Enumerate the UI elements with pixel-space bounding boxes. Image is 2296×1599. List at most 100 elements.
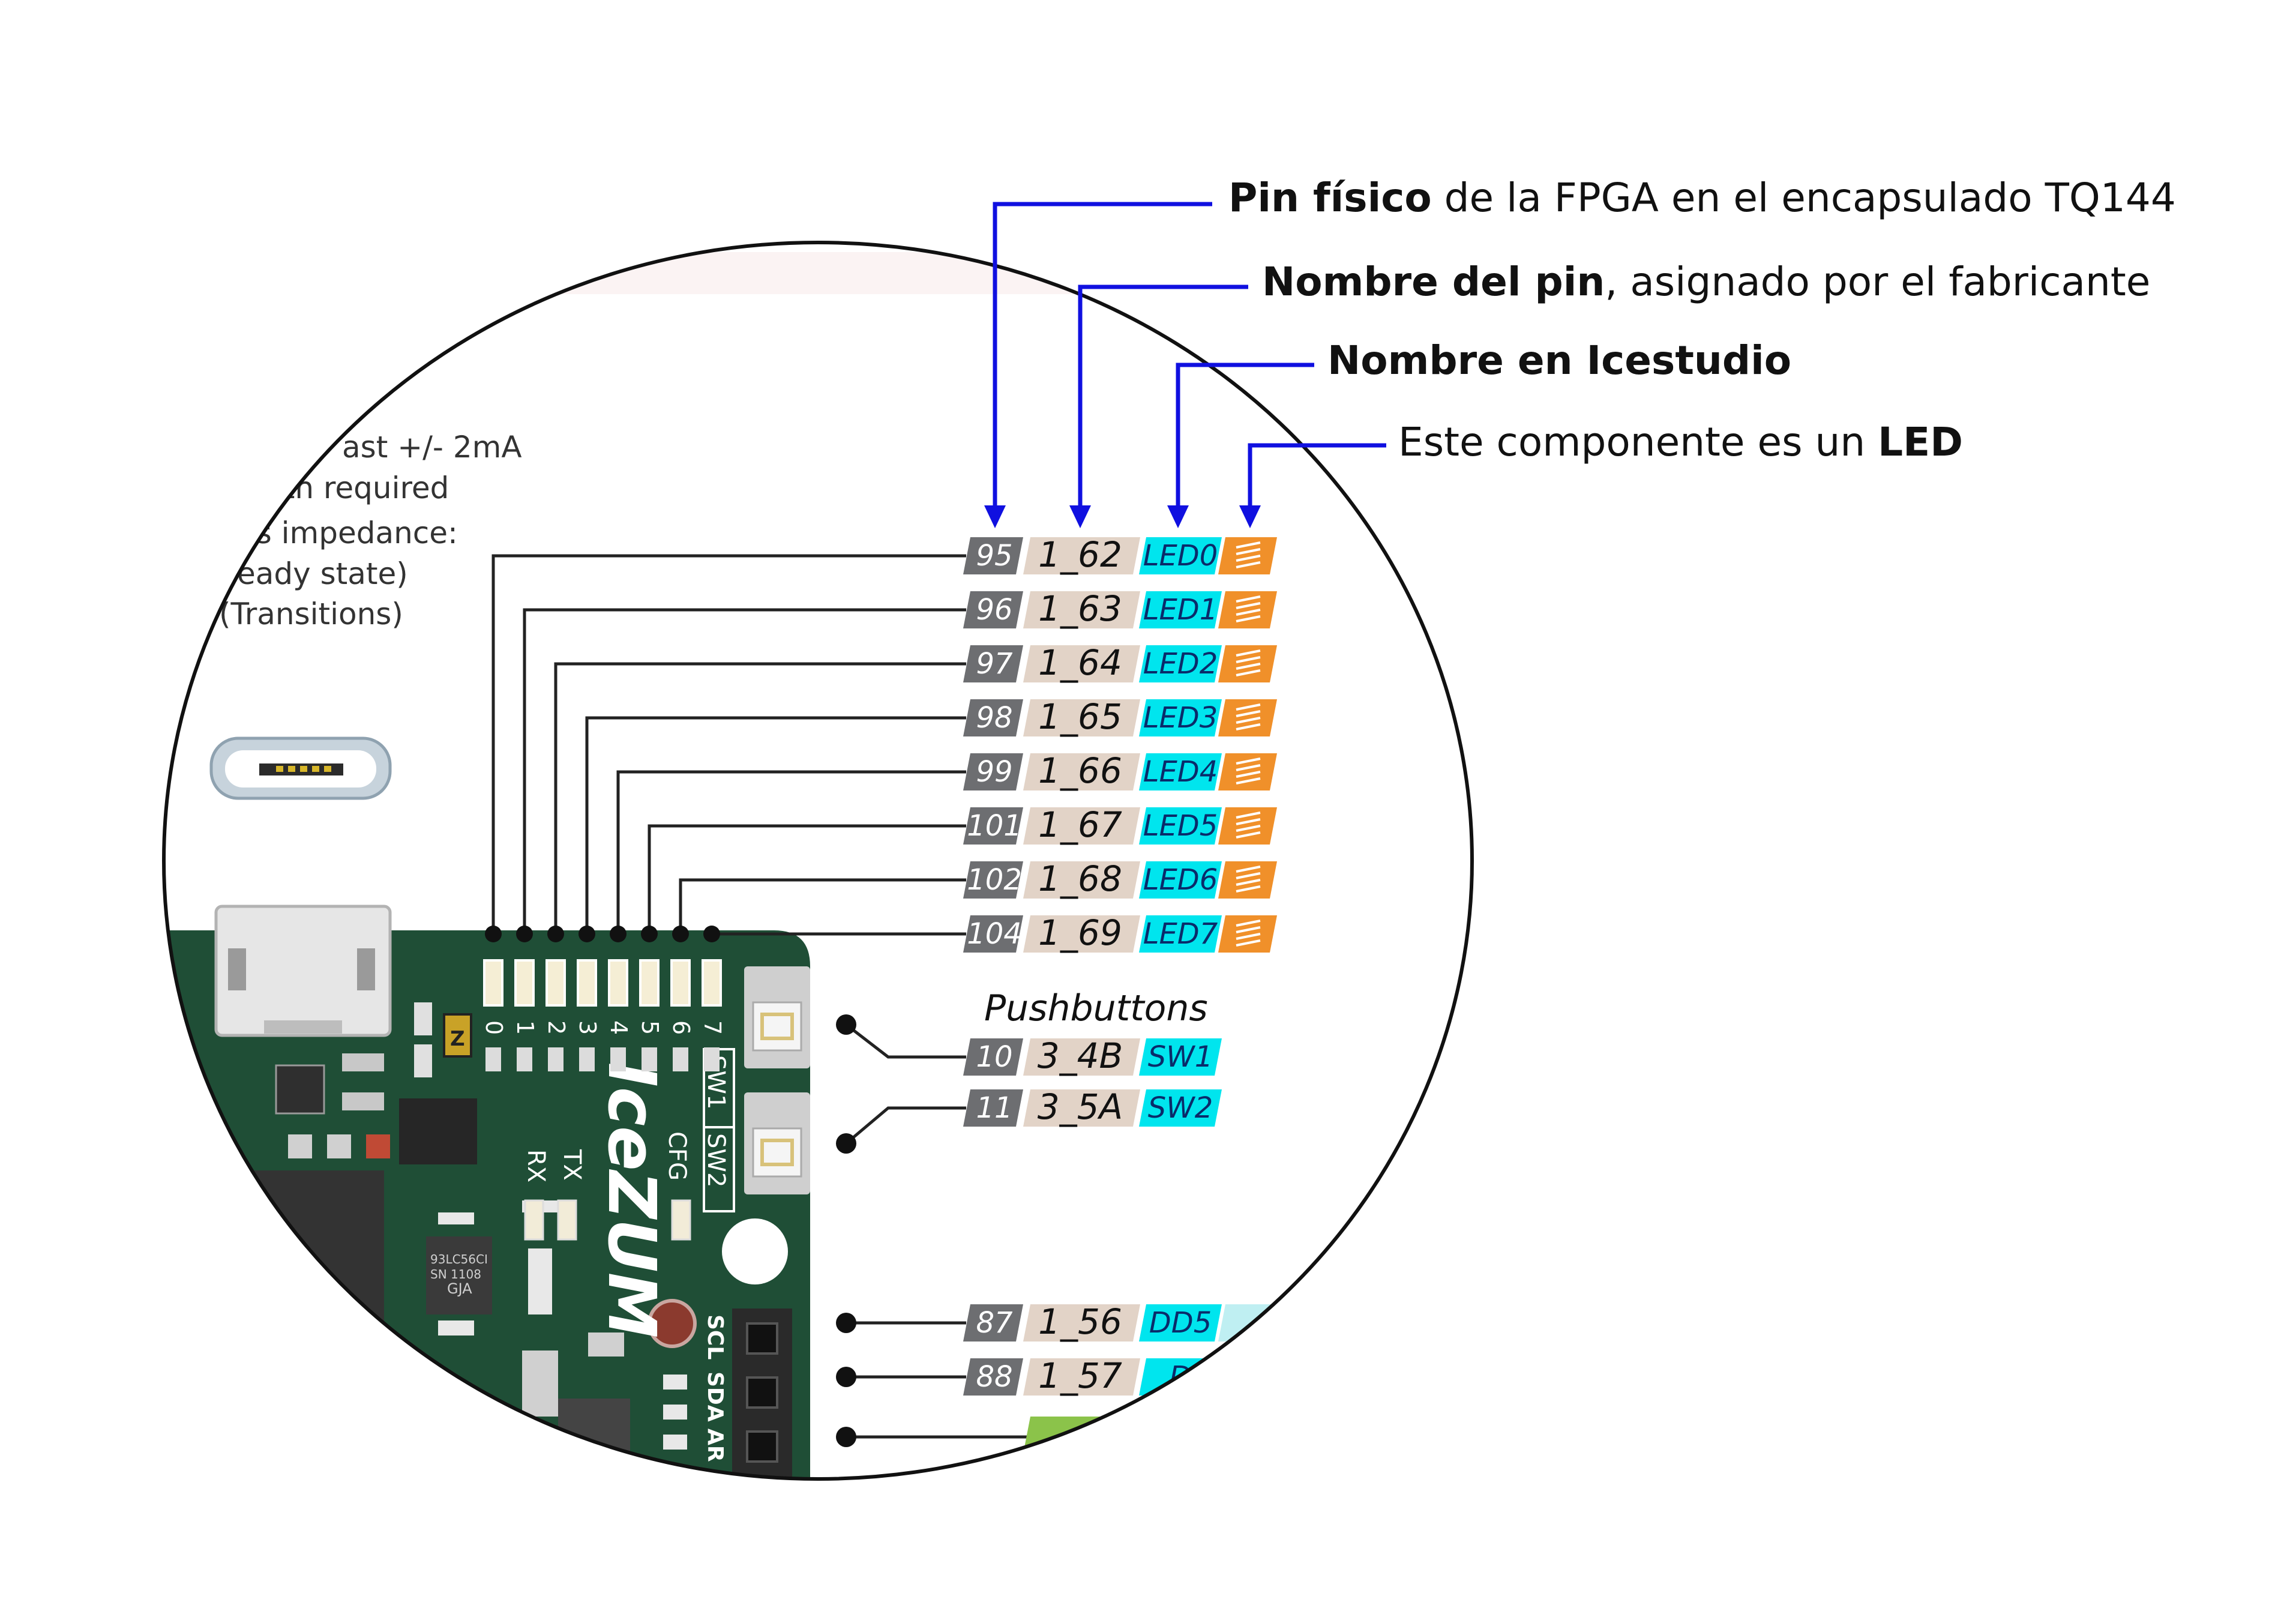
board-led	[545, 959, 566, 1007]
phys-pin-label: 87	[976, 1306, 1013, 1340]
led-icon	[1218, 645, 1277, 682]
board-resistor	[673, 1047, 688, 1071]
pin-name-box	[1023, 861, 1140, 899]
led-icon-box	[1218, 591, 1277, 628]
bottom-dot	[836, 1427, 856, 1447]
pushbutton-dot	[836, 1133, 856, 1154]
icestudio-name-box	[1139, 537, 1222, 574]
pin-name-box	[1023, 915, 1140, 953]
note-line-1: ast +/- 2mA	[342, 430, 522, 465]
mounting-hole	[722, 1218, 788, 1284]
pushbutton-wire	[845, 1023, 966, 1059]
rx-label: RX	[522, 1149, 550, 1182]
note-line-5: (Transitions)	[219, 597, 403, 631]
led-wire-dot	[610, 926, 627, 942]
chip-text-3: GJA	[447, 1280, 472, 1297]
led-wire-dot	[579, 926, 595, 942]
board-led-number: 7	[699, 1020, 726, 1035]
phys-pin-box	[963, 699, 1023, 736]
tx-label: TX	[558, 1149, 586, 1181]
phys-pin-label: 101	[967, 809, 1022, 843]
board-led-number: 4	[606, 1020, 632, 1035]
pin-name-label: 1_64	[1038, 642, 1122, 683]
annotation-arrowhead	[1239, 505, 1261, 528]
usb-connector	[214, 905, 392, 1037]
scl-label: SCL	[703, 1314, 727, 1360]
pin-name-box	[1023, 537, 1140, 574]
board-led	[514, 959, 535, 1007]
board-led	[639, 959, 660, 1007]
fuse-label: Z	[450, 1027, 465, 1051]
led-icon	[1218, 699, 1277, 736]
phys-pin-label: 95	[976, 539, 1012, 573]
sw2-board-label: SW2	[702, 1133, 730, 1187]
extra-box	[1218, 1358, 1277, 1396]
note-line-4: eady state)	[237, 556, 408, 591]
magnified-view: ast +/- 2mA gth required ns impedance: e…	[164, 252, 1277, 1479]
led-icon-box	[1218, 537, 1277, 574]
led-wire	[648, 824, 966, 934]
cfg-label: CFG	[663, 1131, 691, 1181]
led-icon-box	[1218, 753, 1277, 790]
bottom-dot	[836, 1367, 856, 1387]
icezum-board: Z 93LC56CI SN 1108 GJA	[164, 905, 810, 1479]
icestudio-name-label: SW1	[1148, 1040, 1213, 1074]
phys-pin-box	[963, 807, 1023, 845]
chip-text-2: SN 1108	[430, 1267, 481, 1281]
led-pin-row: 95 1_62 LED0	[963, 534, 1277, 575]
icestudio-name-label: LED3	[1143, 701, 1218, 735]
fpga-chip	[252, 1170, 384, 1326]
annotation-arrow	[993, 202, 1212, 513]
board-led	[577, 959, 597, 1007]
pushbutton-icon	[744, 966, 810, 1068]
led-wire	[491, 554, 966, 934]
phys-pin-label: 10	[976, 1040, 1012, 1074]
phys-pin-box	[963, 861, 1023, 899]
board-resistor	[610, 1047, 626, 1071]
annotation-icestudio-name-bold: Nombre en Icestudio	[1327, 337, 1792, 384]
phys-pin-box	[963, 591, 1023, 628]
icestudio-name-box	[1139, 591, 1222, 628]
pin-name-box	[1023, 1358, 1140, 1396]
pin-name-box	[1023, 807, 1140, 845]
board-led	[483, 959, 503, 1007]
eeprom-chip	[426, 1236, 492, 1314]
board-led	[608, 959, 628, 1007]
board-resistor	[485, 1047, 501, 1071]
sda-label: SDA	[703, 1372, 727, 1422]
icestudio-name-box	[1139, 1089, 1222, 1127]
phys-pin-label: 97	[976, 647, 1013, 681]
pin-name-box	[1023, 753, 1140, 790]
led-wire	[585, 716, 966, 934]
pin-name-box	[1023, 645, 1140, 682]
reset-button	[648, 1299, 697, 1348]
icestudio-name-label: LED4	[1143, 755, 1218, 789]
icestudio-name-label: LED1	[1143, 593, 1218, 627]
icestudio-name-label: DD5	[1149, 1306, 1212, 1340]
pin-name-label: 1_63	[1038, 588, 1122, 629]
board-brand: IceZUM	[594, 1062, 670, 1338]
phys-pin-label: 99	[976, 755, 1012, 789]
phys-pin-box	[963, 1304, 1023, 1342]
annotation-arrows	[984, 202, 1386, 528]
pin-name-label: 1_62	[1038, 534, 1122, 575]
led-icon	[1218, 591, 1277, 628]
led-wire	[616, 770, 966, 934]
icestudio-name-label: LED0	[1143, 539, 1218, 573]
phys-pin-box	[963, 1038, 1023, 1076]
phys-pin-label: 102	[967, 863, 1022, 897]
led-wire-dot	[641, 926, 658, 942]
led-icon-box	[1218, 861, 1277, 899]
annotation-phys-pin-rest: de la FPGA en el encapsulado TQ144	[1431, 175, 2176, 221]
pushbuttons-title: Pushbuttons	[984, 987, 1208, 1029]
icestudio-name-box	[1139, 915, 1222, 953]
